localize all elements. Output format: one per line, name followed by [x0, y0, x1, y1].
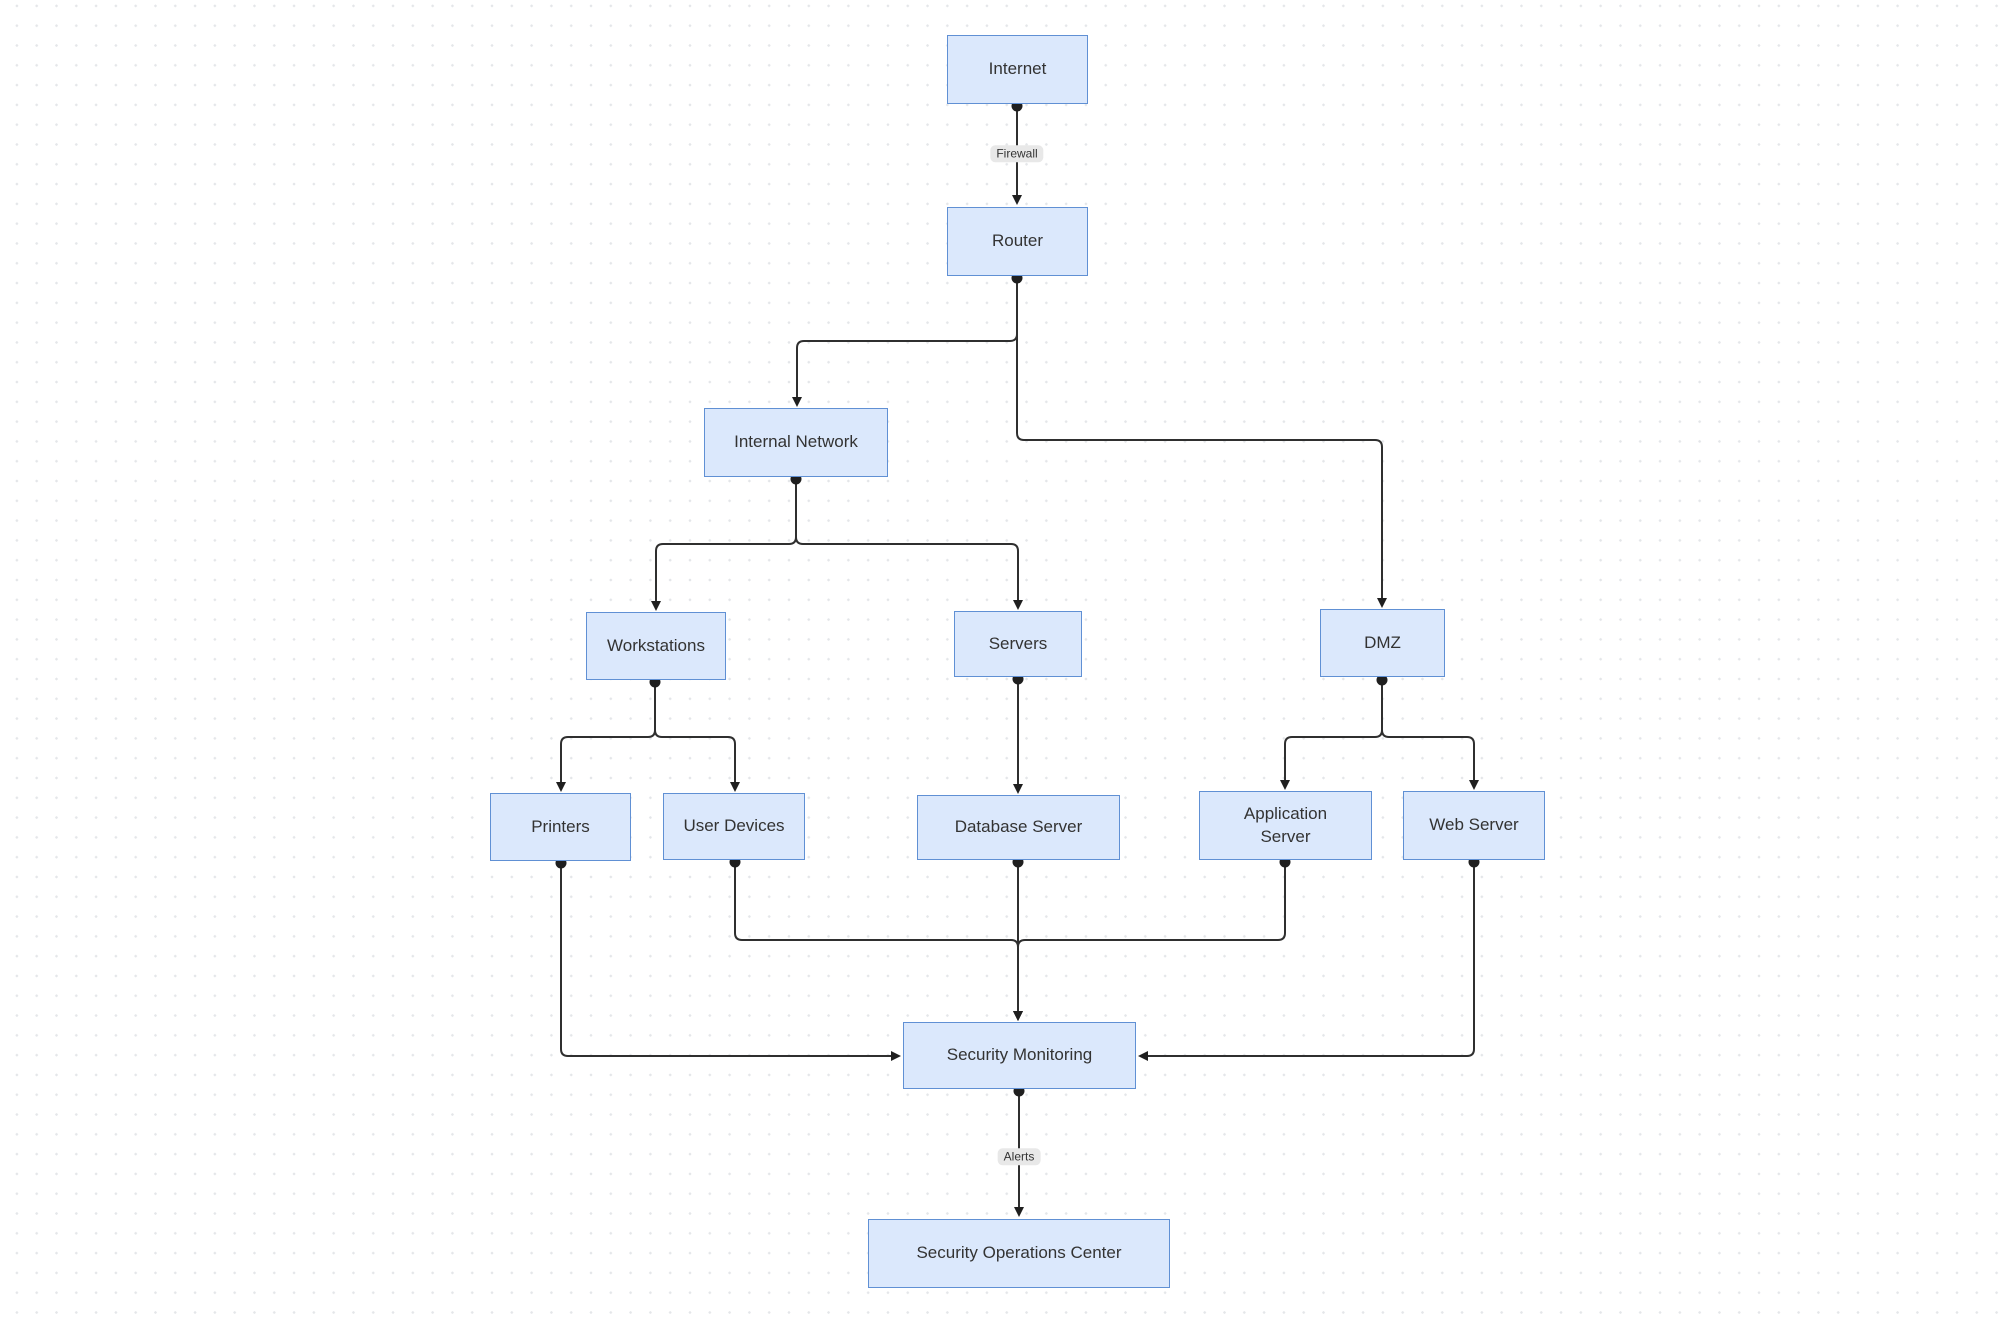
node-security-operations-center: Security Operations Center [868, 1219, 1170, 1288]
node-router: Router [947, 207, 1088, 276]
edge-application-server-security-monitoring [1013, 861, 1286, 1021]
node-workstations: Workstations [586, 612, 726, 680]
node-web-server: Web Server [1403, 791, 1545, 860]
edge-label-alerts: Alerts [997, 1148, 1041, 1166]
node-internet: Internet [947, 35, 1088, 104]
node-security-monitoring: Security Monitoring [903, 1022, 1136, 1089]
node-user-devices: User Devices [663, 793, 805, 860]
edge-web-server-security-monitoring [1138, 862, 1475, 1061]
edge-router-internal-network [792, 277, 1018, 407]
node-application-server: Application Server [1199, 791, 1372, 860]
edge-workstations-user-devices [654, 681, 740, 792]
node-dmz: DMZ [1320, 609, 1445, 677]
edge-router-dmz [1016, 277, 1387, 608]
node-database-server: Database Server [917, 795, 1120, 860]
edge-dmz-web-server [1381, 678, 1479, 790]
edge-user-devices-security-monitoring [734, 861, 1023, 1021]
edge-internal-network-workstations [651, 477, 797, 611]
edge-internal-network-servers [795, 477, 1023, 610]
node-printers: Printers [490, 793, 631, 861]
node-servers: Servers [954, 611, 1082, 677]
edge-workstations-printers [556, 681, 656, 792]
node-internal-network: Internal Network [704, 408, 888, 477]
edge-dmz-application-server [1280, 678, 1383, 790]
edge-label-firewall: Firewall [990, 145, 1044, 163]
edge-printers-security-monitoring [560, 862, 901, 1061]
edge-start-dot [1376, 674, 1388, 686]
